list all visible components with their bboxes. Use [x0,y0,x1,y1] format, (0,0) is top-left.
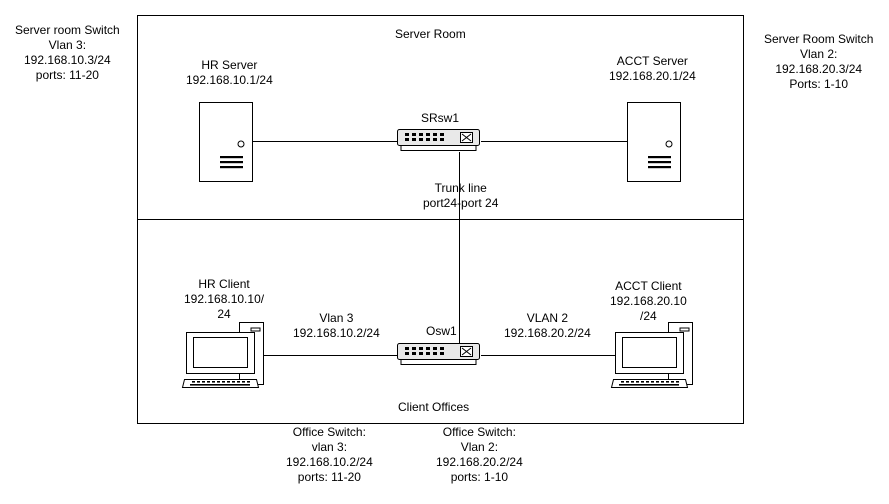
client-offices-boundary [137,219,744,424]
hr-client-ip-line1: 192.168.10.10/ [184,292,265,306]
osw1-switch-icon [397,343,480,365]
hr-server-ip: 192.168.10.1/24 [186,73,273,87]
hr-client-computer-icon [181,322,264,388]
srsw1-switch-icon [397,129,480,151]
client-offices-title: Client Offices [398,400,470,414]
hr-server-icon [199,102,253,182]
acct-client-name: ACCT Client [615,279,682,293]
note-server-room-switch-vlan2: Server Room Switch Vlan 2: 192.168.20.3/… [764,32,874,91]
hr-server-label: HR Server 192.168.10.1/24 [186,58,273,88]
hr-client-label: HR Client 192.168.10.10/ 24 [184,277,264,322]
vlan2-link-label: VLAN 2 192.168.20.2/24 [504,311,591,340]
hr-client-ip-line2: 24 [217,307,231,321]
acct-server-ip: 192.168.20.1/24 [609,69,696,83]
osw1-label: Osw1 [426,324,457,338]
note-server-room-switch-vlan3: Server room Switch Vlan 3: 192.168.10.3/… [15,23,120,82]
vlan3-link-label: Vlan 3 192.168.10.2/24 [293,311,380,340]
acct-client-ip-line2: /24 [640,309,657,323]
server-room-title: Server Room [395,27,466,41]
srsw1-label: SRsw1 [421,111,460,125]
acct-server-label: ACCT Server 192.168.20.1/24 [609,54,696,84]
hr-server-name: HR Server [201,58,258,72]
note-office-switch-vlan3: Office Switch: vlan 3: 192.168.10.2/24 p… [286,425,373,484]
acct-server-icon [627,102,681,182]
acct-server-name: ACCT Server [616,54,688,68]
hr-client-name: HR Client [198,277,250,291]
acct-client-ip-line1: 192.168.20.10 [610,294,687,308]
note-office-switch-vlan2: Office Switch: Vlan 2: 192.168.20.2/24 p… [436,425,523,484]
acct-client-label: ACCT Client 192.168.20.10 /24 [610,279,687,324]
acct-client-computer-icon [610,322,693,388]
trunk-line-label: Trunk line port24-port 24 [423,181,499,210]
